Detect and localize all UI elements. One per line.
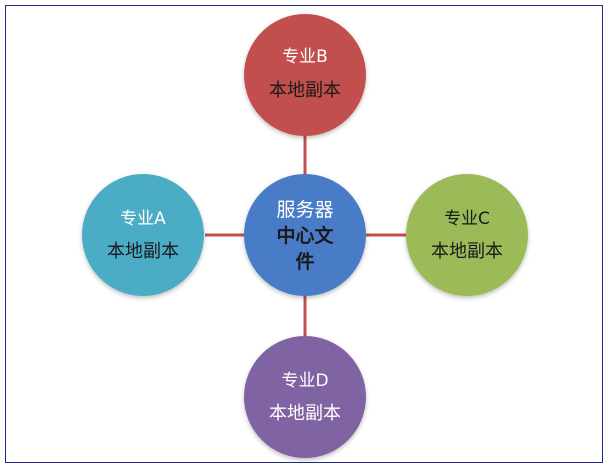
node-b-title: 专业B — [282, 47, 328, 67]
node-c-subtitle: 本地副本 — [431, 241, 503, 262]
node-center: 服务器 中心文 件 — [244, 174, 366, 296]
node-c-circle — [406, 174, 528, 296]
node-c-title: 专业C — [444, 209, 490, 229]
diagram-frame: 专业B 本地副本 专业A 本地副本 专业C 本地副本 专业D 本地副本 服务器 … — [5, 5, 603, 463]
hub-diagram: 专业B 本地副本 专业A 本地副本 专业C 本地副本 专业D 本地副本 服务器 … — [82, 14, 528, 458]
center-line3: 件 — [295, 250, 314, 273]
node-c: 专业C 本地副本 — [406, 174, 528, 296]
node-d-title: 专业D — [281, 371, 328, 391]
node-a-title: 专业A — [120, 209, 166, 229]
node-d: 专业D 本地副本 — [244, 336, 366, 458]
node-d-circle — [244, 336, 366, 458]
center-line2: 中心文 — [276, 224, 334, 247]
node-b: 专业B 本地副本 — [244, 14, 366, 136]
node-a: 专业A 本地副本 — [82, 174, 204, 296]
node-b-subtitle: 本地副本 — [269, 80, 341, 101]
node-d-subtitle: 本地副本 — [269, 403, 341, 424]
node-b-circle — [244, 14, 366, 136]
connectors — [205, 136, 406, 336]
node-a-circle — [82, 174, 204, 296]
center-line1: 服务器 — [276, 199, 333, 221]
node-a-subtitle: 本地副本 — [107, 241, 179, 262]
node-center-circle — [244, 174, 366, 296]
